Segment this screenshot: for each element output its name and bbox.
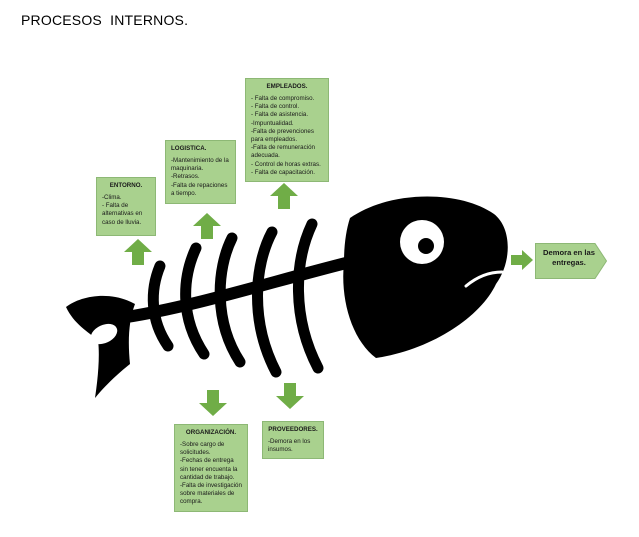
- page-title: PROCESOS INTERNOS.: [21, 12, 189, 28]
- tail-hole: [90, 323, 118, 345]
- category-box-empleados: EMPLEADOS. - Falta de compromiso. - Falt…: [245, 78, 329, 182]
- cause-item: -Impuntualidad.: [251, 119, 294, 127]
- cause-list: -Demora en los insumos.: [268, 438, 318, 454]
- cause-item: -Falta de prevenciones para empleados.: [251, 127, 314, 144]
- down-arrow-icon: [276, 383, 304, 409]
- cause-item: -Demora en los insumos.: [268, 438, 311, 454]
- fish-tail: [66, 295, 135, 398]
- cause-item: -Retrasos.: [171, 173, 200, 181]
- category-heading: ENTORNO.: [109, 182, 143, 189]
- fish-ribs: [147, 218, 324, 378]
- cause-item: -Falta de repaciones a tiempo.: [171, 181, 228, 197]
- cause-item: - Falta de alternativas en caso de lluvi…: [102, 202, 143, 226]
- fish-spine: [114, 256, 356, 324]
- cause-item: - Falta de capacitación.: [251, 168, 315, 176]
- cause-list: -Sobre cargo de solicitudes. -Fechas de …: [180, 441, 242, 507]
- effect-box: Demora en las entregas.: [535, 243, 607, 279]
- down-arrow-icon: [199, 390, 227, 416]
- up-arrow-icon: [270, 183, 298, 209]
- fish-mouth: [464, 270, 504, 288]
- category-box-entorno: ENTORNO. -Clima. - Falta de alternativas…: [96, 177, 156, 236]
- category-heading: EMPLEADOS.: [266, 83, 308, 90]
- cause-list: -Mantenimiento de la maquinaria. -Retras…: [171, 157, 230, 198]
- cause-item: - Falta de control.: [251, 103, 300, 111]
- cause-list: -Clima. - Falta de alternativas en caso …: [102, 194, 150, 227]
- category-heading: LOGISTICA.: [171, 145, 207, 152]
- category-box-organizacion: ORGANIZACIÓN. -Sobre cargo de solicitude…: [174, 424, 248, 512]
- cause-item: - Falta de compromiso.: [251, 95, 315, 102]
- fish-head: [343, 196, 508, 358]
- cause-item: -Fechas de entrega sin tener encuenta la…: [180, 457, 238, 481]
- fish-pupil: [418, 238, 434, 254]
- category-box-proveedores: PROVEEDORES. -Demora en los insumos.: [262, 421, 324, 459]
- category-heading: PROVEEDORES.: [268, 426, 318, 433]
- cause-item: -Sobre cargo de solicitudes.: [180, 441, 225, 457]
- cause-item: - Falta de asistencia.: [251, 111, 309, 119]
- up-arrow-icon: [193, 213, 221, 239]
- right-arrow-icon: [511, 250, 533, 270]
- cause-item: -Clima.: [102, 194, 122, 201]
- cause-list: - Falta de compromiso. - Falta de contro…: [251, 95, 323, 177]
- effect-shape: [535, 243, 607, 279]
- cause-item: - Control de horas extras.: [251, 160, 321, 168]
- up-arrow-icon: [124, 239, 152, 265]
- category-box-logistica: LOGISTICA. -Mantenimiento de la maquinar…: [165, 140, 236, 204]
- cause-item: -Mantenimiento de la maquinaria.: [171, 157, 229, 173]
- cause-item: -Falta de remuneración adecuada.: [251, 144, 315, 160]
- effect-label: Demora en las entregas.: [543, 248, 595, 267]
- cause-item: -Falta de investigación sobre materiales…: [180, 482, 242, 506]
- category-heading: ORGANIZACIÓN.: [185, 429, 237, 436]
